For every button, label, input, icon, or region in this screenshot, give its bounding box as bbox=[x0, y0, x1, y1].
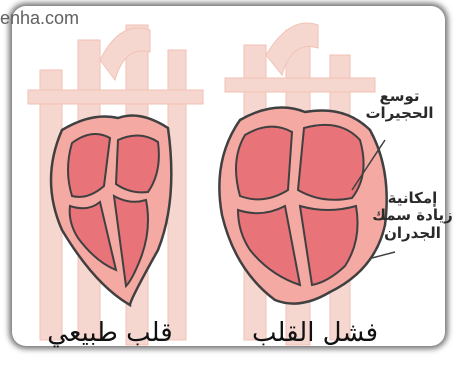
label-thickening-line2: زيادة سمك bbox=[370, 207, 455, 224]
label-thickening-line1: إمكانية bbox=[370, 190, 455, 207]
label-thickening: إمكانية زيادة سمك الجدران bbox=[370, 190, 455, 242]
label-thickening-line3: الجدران bbox=[370, 225, 455, 242]
label-dilation-line2: الحجيرات bbox=[362, 105, 437, 122]
label-dilation: توسع الحجيرات bbox=[362, 88, 437, 123]
label-dilation-line1: توسع bbox=[362, 88, 437, 105]
watermark: enha.com bbox=[0, 8, 79, 29]
normal-heart bbox=[51, 116, 171, 305]
caption-heart-failure: فشل القلب bbox=[235, 318, 395, 348]
caption-normal-heart: قلب طبيعي bbox=[30, 318, 190, 348]
